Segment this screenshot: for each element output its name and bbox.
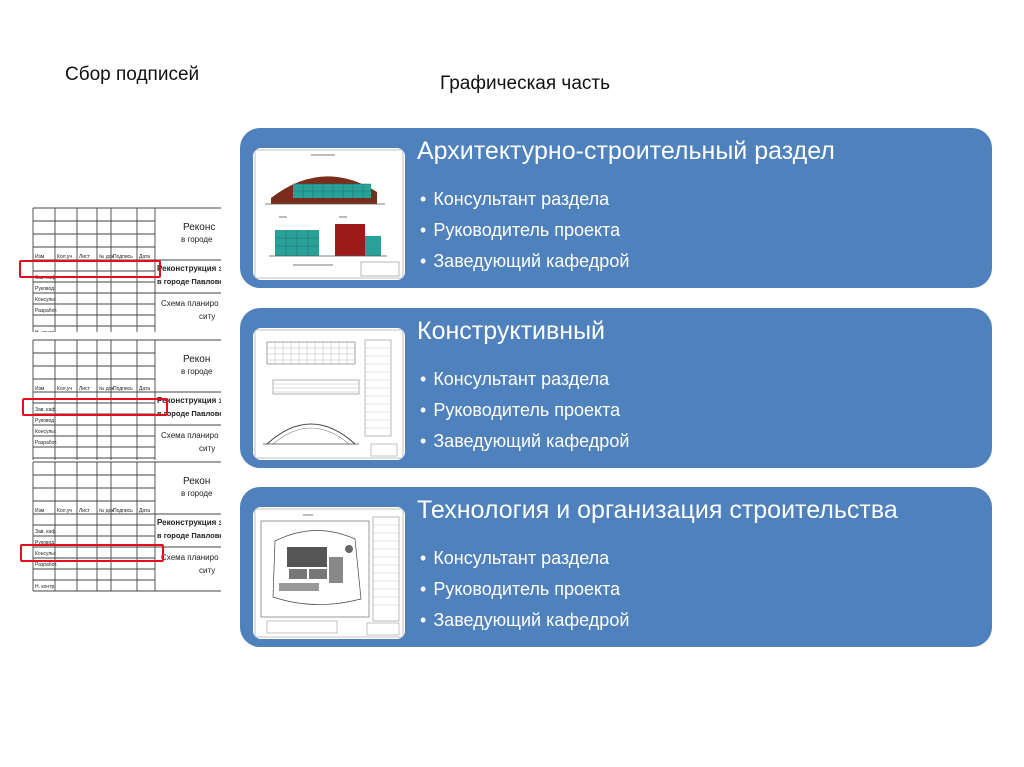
architectural-drawing-thumbnail <box>253 148 405 280</box>
title-block-project-text: Рекон <box>183 354 210 365</box>
title-block-project-text: в городе Павлове Н <box>157 409 221 418</box>
responsible-list: Консультант раздела Руководитель проекта… <box>420 364 629 457</box>
title-block-row-label: Зав. каф. <box>35 275 57 281</box>
title-block-project-text: Реконструкция зд <box>157 264 221 273</box>
list-item: Заведующий кафедрой <box>420 426 629 457</box>
title-block-project-text: в городе Павлове Н <box>157 277 221 286</box>
section-title: Конструктивный <box>417 317 606 345</box>
title-block-header-cell: Изм <box>35 508 45 514</box>
site-plan-drawing-thumbnail <box>253 507 405 639</box>
title-block-project-text: ситу <box>199 444 215 453</box>
list-item: Заведующий кафедрой <box>420 246 629 277</box>
highlight-box <box>22 398 168 416</box>
section-panel-construction-technology: Технология и организация строительства К… <box>240 487 992 647</box>
title-block-project-text: Реконструкция зда <box>157 396 221 405</box>
title-block-row-label: Н. контр. <box>35 584 56 590</box>
graphic-part-heading: Графическая часть <box>440 73 610 94</box>
section-panel-structural: Конструктивный Консультант раздела Руков… <box>240 308 992 468</box>
title-block-project-text: в городе Павлове Н <box>157 531 221 540</box>
list-item: Заведующий кафедрой <box>420 605 629 636</box>
title-block-header-cell: Подпись <box>113 386 133 392</box>
title-block-row-label: Зав. каф. <box>35 407 57 413</box>
structural-drawing-thumbnail <box>253 328 405 460</box>
title-block-header-cell: Лист <box>79 386 91 392</box>
title-block-row-label: Консульт. <box>35 551 57 557</box>
title-block-header-cell: Изм <box>35 254 45 260</box>
title-block-project-text: в городе <box>181 489 213 498</box>
title-block-header-cell: Подпись <box>113 254 133 260</box>
title-block-header-cell: Дата <box>139 254 150 260</box>
title-block-row-label: Зав. каф. <box>35 529 57 535</box>
list-item: Консультант раздела <box>420 184 629 215</box>
title-block-project-text: Схема планиро <box>161 553 219 562</box>
title-block-row-label: Разработ. <box>35 308 57 314</box>
section-panel-architecture: Архитектурно-строительный раздел Консуль… <box>240 128 992 288</box>
list-item: Консультант раздела <box>420 543 629 574</box>
title-block-project-text: Схема планиро <box>161 431 219 440</box>
title-block-header-cell: Лист <box>79 508 91 514</box>
highlight-box <box>19 260 161 278</box>
title-block-row-label: Разработ. <box>35 440 57 446</box>
title-block-header-cell: № док <box>99 254 114 260</box>
title-block-row-label: Разработ. <box>35 562 57 568</box>
responsible-list: Консультант раздела Руководитель проекта… <box>420 543 629 636</box>
list-item: Руководитель проекта <box>420 215 629 246</box>
list-item: Руководитель проекта <box>420 574 629 605</box>
title-block-header-cell: Изм <box>35 386 45 392</box>
title-block-header-cell: Кол.уч <box>57 508 72 514</box>
highlight-box <box>20 544 164 562</box>
title-block-row-label: Руковод. <box>35 286 55 292</box>
section-title: Архитектурно-строительный раздел <box>417 137 835 165</box>
responsible-list: Консультант раздела Руководитель проекта… <box>420 184 629 277</box>
title-block-project-text: в городе <box>181 367 213 376</box>
title-block-header-cell: Кол.уч <box>57 254 72 260</box>
title-block-project-text: ситу <box>199 566 215 575</box>
title-block-row-label: Консульт. <box>35 297 57 303</box>
title-block-row-label: Н. контр. <box>35 330 56 332</box>
title-block-project-text: ситу <box>199 312 215 321</box>
list-item: Консультант раздела <box>420 364 629 395</box>
title-block-header-cell: Кол.уч <box>57 386 72 392</box>
title-block-project-text: Рекон <box>183 476 210 487</box>
title-block-header-cell: Дата <box>139 508 150 514</box>
title-block-header-cell: Лист <box>79 254 91 260</box>
title-block-header-cell: Подпись <box>113 508 133 514</box>
title-block-project-text: Реконс <box>183 222 215 233</box>
section-title: Технология и организация строительства <box>417 496 898 524</box>
title-block-row-label: Руковод. <box>35 540 55 546</box>
title-block-header-cell: № док <box>99 386 114 392</box>
title-block-row-label: Консульт. <box>35 429 57 435</box>
title-block-header-cell: № док <box>99 508 114 514</box>
signatures-heading: Сбор подписей <box>65 64 200 85</box>
title-block-project-text: Реконструкция зд <box>157 518 221 527</box>
title-block-row-label: Руковод. <box>35 418 55 424</box>
title-block-project-text: Схема планиро <box>161 299 219 308</box>
list-item: Руководитель проекта <box>420 395 629 426</box>
title-block-project-text: в городе <box>181 235 213 244</box>
title-block-header-cell: Дата <box>139 386 150 392</box>
